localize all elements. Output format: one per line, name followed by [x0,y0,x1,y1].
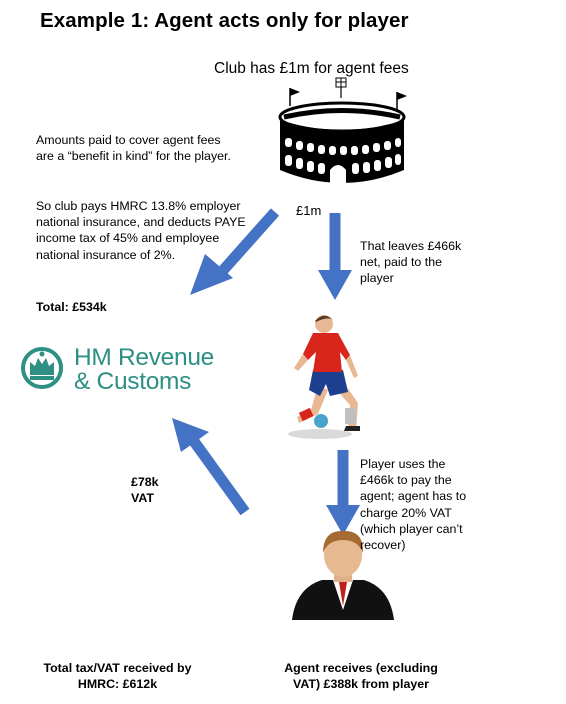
vat-amount: £78k [131,475,159,489]
hmrc-crown-icon [21,347,63,389]
arrow-club-to-player [318,213,352,300]
agent-person-icon [292,530,394,620]
stadium-icon [278,77,407,186]
club-amount: £1m [296,203,322,218]
benefit-in-kind-note: Amounts paid to cover agent fees are a “… [36,133,231,164]
club-caption: Club has £1m for agent fees [214,60,409,77]
footballer-icon [288,315,360,439]
total-534k: Total: £534k [36,300,107,314]
footer-total-hmrc: Total tax/VAT received by HMRC: £612k [43,661,192,692]
arrow-club-to-hmrc [190,208,280,295]
employer-deductions-note: So club pays HMRC 13.8% employer nationa… [36,199,246,262]
page-title: Example 1: Agent acts only for player [40,9,409,32]
hmrc-logo-text: HM Revenue & Customs [74,344,214,395]
vat-78k: £78k VAT [131,474,159,506]
vat-label: VAT [131,491,154,506]
arrow-vat-to-hmrc [172,418,250,516]
player-pays-agent-note: Player uses the £466k to pay the agent; … [360,457,467,553]
hmrc-line2: & Customs [74,368,192,395]
arrow-player-to-agent [326,450,360,535]
footer-agent-receives: Agent receives (excluding VAT) £388k fro… [284,661,438,692]
hmrc-line1: HM Revenue [74,344,214,371]
net-to-player-note: That leaves £466k net, paid to the playe… [360,239,462,286]
